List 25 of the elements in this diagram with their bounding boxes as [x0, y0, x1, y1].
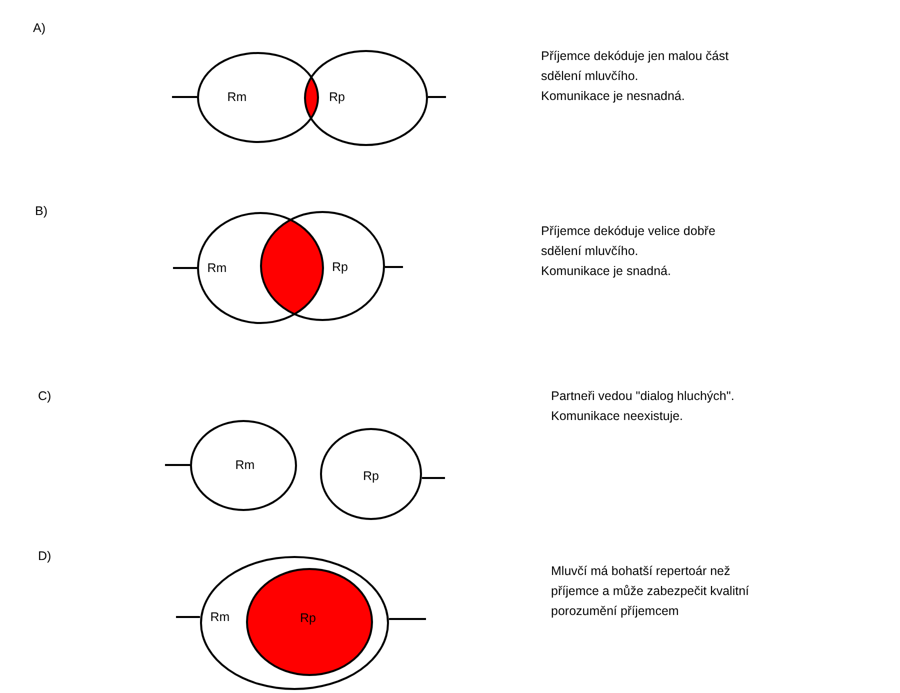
- description-text: Komunikace neexistuje.: [551, 408, 684, 425]
- circle: [320, 428, 422, 520]
- description-text: Příjemce dekóduje velice dobře sdělení mluvčího.: [541, 223, 716, 260]
- circle: [246, 568, 373, 676]
- circle-label: Rp: [300, 612, 316, 624]
- panel-letter: D): [38, 548, 52, 565]
- circle: [200, 556, 389, 690]
- description-text: Mluvčí má bohatší repertoár než příjemce a může zabezpečit kvalitní porozumění příjemcem: [551, 563, 750, 620]
- circle-label: Rp: [332, 260, 348, 274]
- circle-label: Rp: [329, 90, 345, 104]
- panel-letter: C): [38, 388, 52, 405]
- circle: [304, 50, 428, 146]
- circle: [260, 211, 385, 321]
- circle: [190, 420, 297, 511]
- circle-label: Rm: [210, 610, 230, 624]
- circle-label: Rm: [227, 90, 247, 104]
- panel-letter: A): [33, 20, 46, 37]
- circle-label: Rm: [235, 458, 255, 472]
- description-text: Komunikace je nesnadná.: [541, 88, 685, 105]
- description-text: Příjemce dekóduje jen malou část sdělení mluvčího.: [541, 48, 730, 85]
- panel-letter: B): [35, 203, 48, 220]
- circle-label: Rp: [363, 470, 379, 482]
- circle-label: Rm: [207, 262, 227, 274]
- description-text: Komunikace je snadná.: [541, 263, 671, 280]
- description-text: Partneři vedou "dialog hluchých".: [551, 388, 734, 405]
